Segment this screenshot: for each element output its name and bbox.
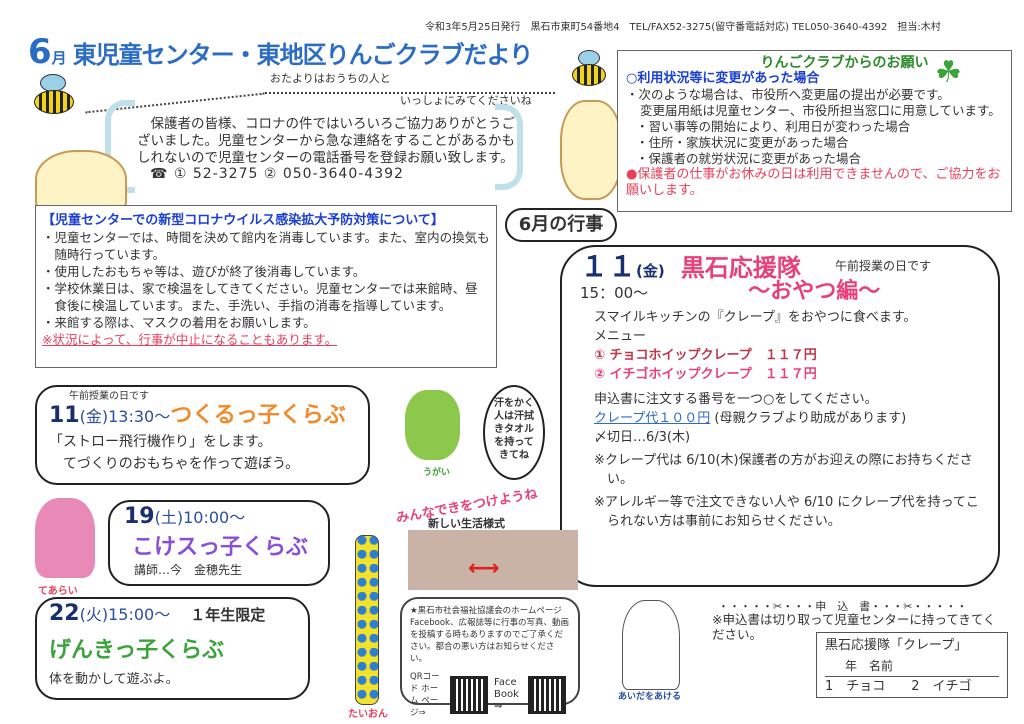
event-description: スマイルキッチンの『クレープ』をおやつに食べます。 <box>594 310 917 325</box>
morning-class-note: 午前授業の日です <box>835 259 932 273</box>
menu-label: メニュー <box>594 329 647 344</box>
tsukurukko-bubble: 午前授業の日です 11(金)13:30～つくるっ子くらぶ 「ストロー飛行機作り」… <box>35 385 370 485</box>
menu-item: ② イチゴホイップクレープ １１７円 <box>594 367 817 382</box>
event-title: つくるっ子くらぶ <box>170 403 346 428</box>
notice-box: ★黒石市社会福祉協議会のホームページFacebook、広報誌等に行事の写真、動画… <box>400 597 580 718</box>
greeting-message: 保護者の皆様、コロナの件ではいろいろご協力ありがとうございました。児童センターか… <box>137 116 517 167</box>
grade-limit: １年生限定 <box>190 606 266 624</box>
subtitle-1: おたよりはおうちの人と <box>270 72 391 85</box>
event-weekday: (土) <box>154 508 184 527</box>
request-line: ・次のような場合は、市役所へ変更届の提出が必要です。 <box>626 87 950 102</box>
event-day: １１ <box>580 250 637 283</box>
subtitle-2: いっしょにみてくださいね <box>400 94 532 107</box>
publisher-info: 令和3年5月25日発行 黒石市東町54番地4 TEL/FAX52-3275(留守… <box>425 22 941 33</box>
event-weekday: (金) <box>636 262 665 280</box>
covid-item: ・児童センターでは、時間を決めて館内を消毒しています。また、室内の換気も随時行っ… <box>42 230 490 262</box>
request-heading: りんごクラブからのお願い <box>760 55 929 71</box>
events-label: 6月の行事 <box>505 208 617 242</box>
event-time: 15：00～ <box>580 284 649 302</box>
form-name-field[interactable]: 年 名前 <box>825 656 999 677</box>
form-options[interactable]: 1 チョコ 2 イチゴ <box>825 679 972 694</box>
request-box: りんごクラブからのお願い ○利用状況等に変更があった場合 ・次のような場合は、市… <box>617 50 1012 212</box>
event-note: ※クレープ代は 6/10(木)保護者の方がお迎えの際にお持ちください。 <box>594 453 973 487</box>
request-line: ・住所・家族状況に変更があった場合 <box>636 135 849 150</box>
aida-label: あいだをあける <box>618 692 682 702</box>
order-instruction: 申込書に注文する番号を一つ○をしてください。 <box>594 392 878 407</box>
taion-label: たいおん <box>348 709 388 720</box>
event-time: 13:30～ <box>108 407 171 426</box>
event-title: 黒石応援隊 <box>680 254 801 282</box>
event-weekday: (火) <box>79 605 109 624</box>
crepe-price: クレープ代１００円 <box>594 411 711 426</box>
qr-label: QRコード ホーム ページ⇒ <box>410 672 440 718</box>
event-description: てづくりのおもちゃを作って遊ぼう。 <box>63 456 300 472</box>
bee-icon <box>570 50 610 88</box>
event-time: 15:00～ <box>108 605 171 624</box>
bee-icon <box>30 74 78 116</box>
form-instruction: ※申込書は切り取って児童センターに持ってきてください。 <box>712 612 996 642</box>
cat-tearai-illustration <box>35 498 95 578</box>
event-title: げんきっ子くらぶ <box>49 638 225 663</box>
dotted-line <box>265 92 555 94</box>
greeting-text: 保護者の皆様、コロナの件ではいろいろご協力ありがとうございました。児童センターか… <box>137 116 515 166</box>
ugai-label: うがい <box>423 468 451 478</box>
frog-ugai-illustration <box>405 390 460 460</box>
cat-illustration <box>560 100 622 200</box>
phone-numbers: ☎ ① 52-3275 ② 050-3640-4392 <box>150 166 404 182</box>
event-weekday: (金) <box>79 407 109 426</box>
event-day: 22 <box>49 601 80 626</box>
giraffe-illustration <box>355 535 379 705</box>
newsletter-title: 6月東児童センター・東地区りんごクラブだより <box>28 35 534 74</box>
kokesukko-bubble: 19(土)10:00～ こけスっ子くらぶ 講師…今 金穂先生 <box>108 500 330 586</box>
covid-item: ・学校休業日は、家で検温をしてきてください。児童センターでは来館時、昼食後に検温… <box>42 281 478 313</box>
morning-class-note: 午前授業の日です <box>69 391 149 402</box>
notice-text: ★黒石市社会福祉協議会のホームページFacebook、広報誌等に行事の写真、動画… <box>410 606 569 664</box>
qr-code-homepage[interactable] <box>450 676 488 714</box>
deadline: 〆切日…6/3(木) <box>594 430 691 445</box>
new-lifestyle-label: 新しい生活様式 <box>428 517 505 530</box>
genkikko-bubble: 22(火)15:00～ １年生限定 げんきっ子くらぶ 体を動かして遊ぶよ。 <box>35 597 310 700</box>
covid-heading: 【児童センターでの新型コロナウイルス感染拡大予防対策について】 <box>42 213 444 228</box>
covid-item: ・来館する際は、マスクの着用をお願いします。 <box>42 315 316 330</box>
title-text: 東児童センター・東地区りんごクラブだより <box>72 41 534 69</box>
event-title: こけスっ子くらぶ <box>132 535 309 560</box>
request-line: ・保護者の就労状況に変更があった場合 <box>636 151 862 166</box>
subsidy-note: (母親クラブより助成があります) <box>714 411 907 426</box>
speech-bubble: 汗をかく人は汗拭きタオルを持ってきてね <box>483 385 545 480</box>
covid-measures-box: 【児童センターでの新型コロナウイルス感染拡大予防対策について】 ・児童センターで… <box>35 205 497 368</box>
event-note: ※アレルギー等で注文できない人や 6/10 にクレープ代を持ってこられない方は事… <box>594 495 979 529</box>
ribbon-decoration <box>495 104 523 190</box>
month-suffix: 月 <box>51 49 67 67</box>
clover-icon: ☘ <box>935 55 962 90</box>
request-warning: ●保護者の仕事がお休みの日は利用できませんので、ご協力をお願いします。 <box>626 167 1001 198</box>
cut-line: ・・・・・✂・・・申 込 書・・・✂・・・・・ <box>718 600 968 613</box>
covid-item: ・使用したおもちゃ等は、遊びが終了後消毒しています。 <box>42 264 366 279</box>
request-subheading: ○利用状況等に変更があった場合 <box>626 71 820 86</box>
event-description: 体を動かして遊ぶよ。 <box>49 672 179 687</box>
event-description: 「ストロー飛行機作り」をします。 <box>49 434 272 450</box>
request-line: 変更届用紙は児童センター、市役所担当窓口に用意しています。 <box>640 103 1001 118</box>
social-distance-image: ⟷ <box>408 530 578 590</box>
month-number: 6 <box>28 32 52 72</box>
form-title: 黒石応援隊「クレープ」 <box>825 638 968 653</box>
menu-item: ① チョコホイップクレープ １１７円 <box>594 348 817 363</box>
request-line: ・習い事等の開始により、利用日が変わった場合 <box>636 119 911 134</box>
event-day: 19 <box>124 504 155 529</box>
teacher: 講師…今 金穂先生 <box>134 563 243 577</box>
qr-code-facebook[interactable] <box>528 676 566 714</box>
rabbit-illustration <box>622 600 680 690</box>
event-time: 10:00～ <box>183 508 246 527</box>
main-event-bubble: １１(金) 黒石応援隊 午前授業の日です 15：00～ ～おやつ編～ スマイルキッ… <box>560 245 1000 587</box>
facebook-label: Face Book ⇒ <box>494 677 519 712</box>
cat-illustration <box>35 150 127 215</box>
order-form[interactable]: 黒石応援隊「クレープ」 年 名前 1 チョコ 2 イチゴ <box>816 632 1008 698</box>
event-day: 11 <box>49 403 80 428</box>
tearai-label: てあらい <box>38 586 78 597</box>
covid-note: ※状況によって、行事が中止になることもあります。 <box>42 332 338 347</box>
event-subtitle: ～おやつ編～ <box>748 279 881 304</box>
double-arrow-icon: ⟷ <box>468 556 500 581</box>
